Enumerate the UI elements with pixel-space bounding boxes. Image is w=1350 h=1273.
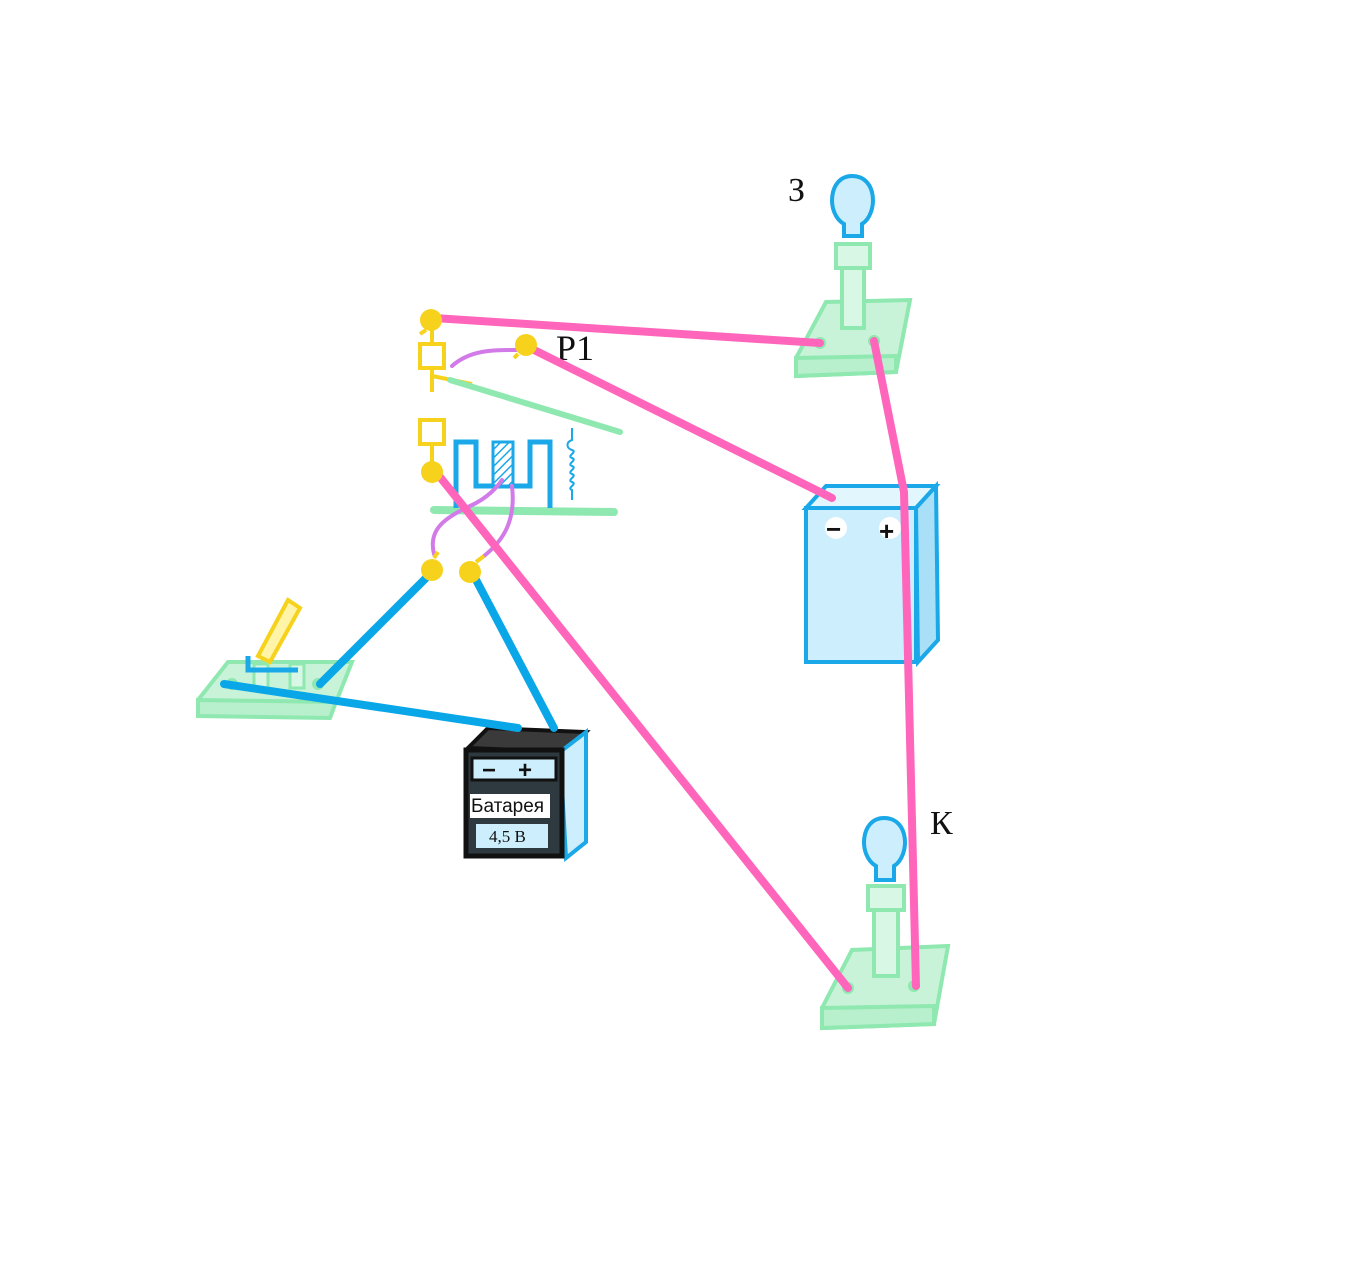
large-battery: − + (801, 480, 941, 668)
small-battery-plus: + (518, 757, 532, 784)
key-switch-lever[interactable] (255, 597, 303, 665)
blue-wires (220, 572, 558, 732)
relay-armature (447, 377, 623, 435)
terminal-top-left (418, 309, 442, 336)
small-battery-minus: − (482, 757, 496, 784)
lamp-k-bulb (862, 815, 907, 882)
relay-spring (566, 428, 575, 500)
terminals (418, 309, 537, 583)
violet-leads (430, 348, 518, 558)
lamp-k: К (820, 805, 953, 1031)
terminal-top-right (512, 334, 537, 360)
lamp-z: З (788, 172, 913, 379)
large-battery-plus: + (879, 516, 894, 546)
small-battery: − + Батарея 4,5 В (463, 725, 591, 862)
small-battery-voltage: 4,5 В (489, 827, 526, 846)
terminal-mid (421, 461, 443, 483)
large-battery-minus: − (826, 514, 841, 544)
key-switch (196, 597, 355, 721)
lamp-k-label: К (930, 805, 953, 842)
terminal-coil-left (421, 550, 443, 581)
lamp-z-base (794, 242, 913, 379)
small-battery-name: Батарея (471, 796, 544, 817)
lamp-k-base (820, 884, 951, 1031)
lamp-z-label: З (788, 172, 805, 209)
pink-wires (430, 314, 920, 992)
relay-electromagnet (453, 439, 553, 508)
relay-contact-bottom (418, 418, 446, 462)
terminal-coil-right (459, 554, 486, 583)
lamp-z-bulb (830, 173, 875, 238)
